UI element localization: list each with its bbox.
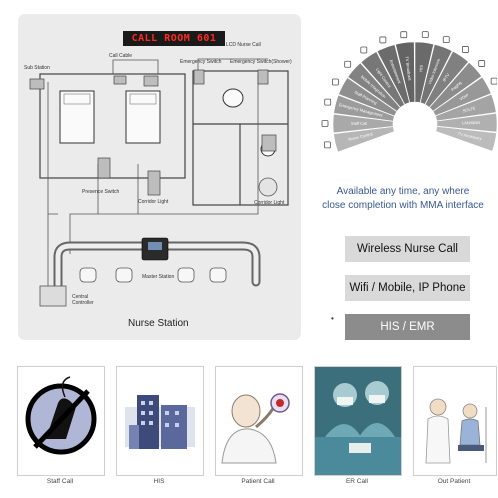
sub-station-device [29,78,45,90]
hospital-building-icon [125,395,195,449]
out-patient-icon [425,398,487,464]
fan-segment [333,126,395,153]
bathroom-switch-device [261,134,277,152]
chair-4 [209,267,227,283]
chair-3 [177,267,195,283]
wifi-mobile-ip-phone-button[interactable]: Wifi / Mobile, IP Phone [345,275,470,301]
fan-segment [419,43,453,105]
patient-call-icon [221,393,290,464]
fan-caption: Available any time, any where close comp… [310,185,496,213]
fan-segment-label: Room Control [348,131,373,142]
call-cable-plug [113,75,127,85]
er-surgery-icon [315,367,401,475]
fan-outer-icon [324,98,332,106]
fan-segment [395,41,416,103]
fan-segment [338,77,398,117]
fan-segment [360,51,406,108]
label-corridor-light-left: Corridor Light [138,199,169,205]
fan-segment-label: IPTV [441,72,450,82]
ward-room-outline [39,73,186,179]
corridor-light-right-device [258,177,278,197]
central-controller-device [39,285,67,307]
fan-outer-icon [462,46,469,53]
call-room-display: CALL ROOM 601 [123,31,225,46]
chair-2 [115,267,133,283]
fan-segment-label: SOLTE [462,105,476,113]
fan-segment [332,113,394,134]
label-lcd-nurse-call: LCD Nurse Call [226,42,261,48]
fan-segment [435,93,497,122]
chair-1 [79,267,97,283]
bullet-dot: • [331,314,334,323]
wireless-nurse-call-button[interactable]: Wireless Nurse Call [345,236,470,262]
fan-outer-icon [478,60,486,67]
label-central: Central [72,294,89,300]
fan-segment-label: VOIP [459,92,470,101]
bed-right [125,90,161,144]
label-master-station: Master Station [142,274,175,280]
card-patient-call[interactable] [215,366,303,476]
his-emr-button[interactable]: HIS / EMR [345,314,470,340]
card-staff-call[interactable] [17,366,105,476]
nurse-station-title: Nurse Station [128,318,189,329]
label-corridor-light-right: Corridor Light [254,200,285,206]
card-his[interactable] [116,366,204,476]
fan-outer-icon [360,46,368,54]
floor-plan-panel: CALL ROOM 601 LCD Nurse Call Call Cable … [18,14,301,340]
card-label-staff-call: Staff Call [46,478,74,485]
fan-outer-icon [400,31,408,39]
fan-segment [414,41,435,103]
card-label-his: HIS [153,478,165,485]
fan-segment-label: TV Broadcast [404,56,412,82]
card-er-call[interactable] [314,366,402,476]
fan-outer-icon [490,77,497,85]
fan-segment [376,44,410,105]
fan-outer-icon [421,31,429,38]
lcd-panel [143,75,159,87]
card-label-er-call: ER Call [345,478,369,485]
fan-segment-label: HIS [418,64,424,72]
fan-segment [347,62,401,112]
floor-plan-drawing [29,58,289,307]
fan-segment-label: Staff Call [351,121,367,126]
fan-segment [435,126,497,152]
label-call-cable: Call Cable [109,53,133,59]
emergency-switch-device [193,69,205,85]
label-sub-station: Sub Station [24,65,50,71]
caption-line-1: Available any time, any where [336,186,470,197]
card-label-patient-call: Patient Call [241,478,275,485]
fan-outer-icon [332,78,339,86]
label-presence-switch: Presence Switch [82,189,120,195]
bed-left [59,90,95,144]
fan-outer-icon [344,60,352,68]
label-emergency-switch: Emergency Switch [180,59,222,65]
fan-segment-label: LAN/WAN [462,120,480,125]
emergency-shower-device [257,69,269,85]
label-emergency-switch-shower: Emergency Switch(Shower) [230,59,292,65]
fan-outer-icon [321,120,329,127]
fan-segment [333,94,395,122]
fan-outer-icon [442,36,450,44]
corridor-light-left-device [147,170,161,196]
fan-outer-icon [324,141,331,149]
staff-call-icon [25,376,97,455]
fan-outer-icon [379,36,387,44]
caption-line-2: close completion with MMA interface [322,200,484,211]
card-label-out-patient: Out Patient [437,478,471,485]
presence-switch-device [97,157,111,179]
fan-segment [432,76,492,117]
fan-segment [436,112,497,133]
fan-segment-label: TV Accessory [457,131,482,141]
fan-segment [424,50,469,108]
label-controller: Controller [72,300,94,306]
toilet [222,88,244,108]
card-out-patient[interactable] [413,366,497,476]
fan-segment [429,61,483,112]
